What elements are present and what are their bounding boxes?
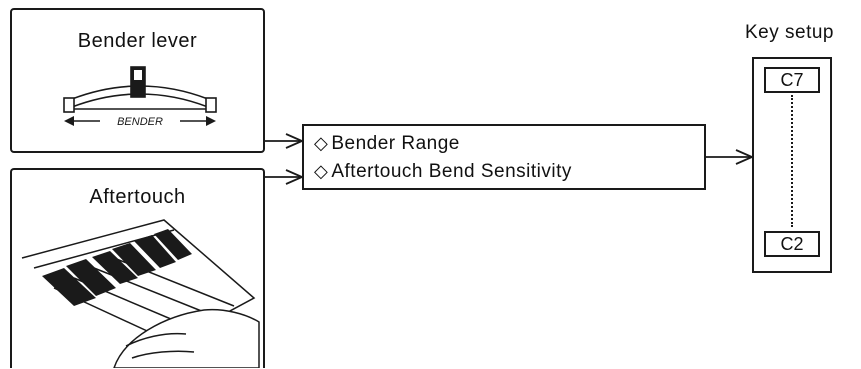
key-setup-box: C7 C2 (752, 57, 832, 273)
param-line-bender-range: ◇Bender Range (314, 133, 460, 155)
key-cell-bottom: C2 (764, 231, 820, 257)
diamond-icon: ◇ (314, 161, 329, 181)
key-setup-label: Key setup (745, 22, 834, 43)
diamond-icon: ◇ (314, 133, 329, 153)
param-aftertouch-bend-sensitivity: Aftertouch Bend Sensitivity (331, 161, 572, 182)
key-range-dotted-line (791, 95, 793, 227)
bender-lever-box: Bender lever BENDER (10, 8, 265, 153)
bender-lever-text: BENDER (117, 116, 163, 128)
bender-lever-illustration: BENDER (63, 66, 217, 128)
aftertouch-title: Aftertouch (89, 186, 186, 208)
param-line-aftertouch-bend-sensitivity: ◇Aftertouch Bend Sensitivity (314, 161, 572, 183)
key-cell-top: C7 (764, 67, 820, 93)
parameters-box: ◇Bender Range ◇Aftertouch Bend Sensitivi… (302, 124, 706, 190)
aftertouch-box: Aftertouch (10, 168, 265, 368)
param-bender-range: Bender Range (331, 133, 460, 154)
bender-lever-title: Bender lever (77, 30, 198, 52)
aftertouch-illustration (21, 219, 260, 368)
